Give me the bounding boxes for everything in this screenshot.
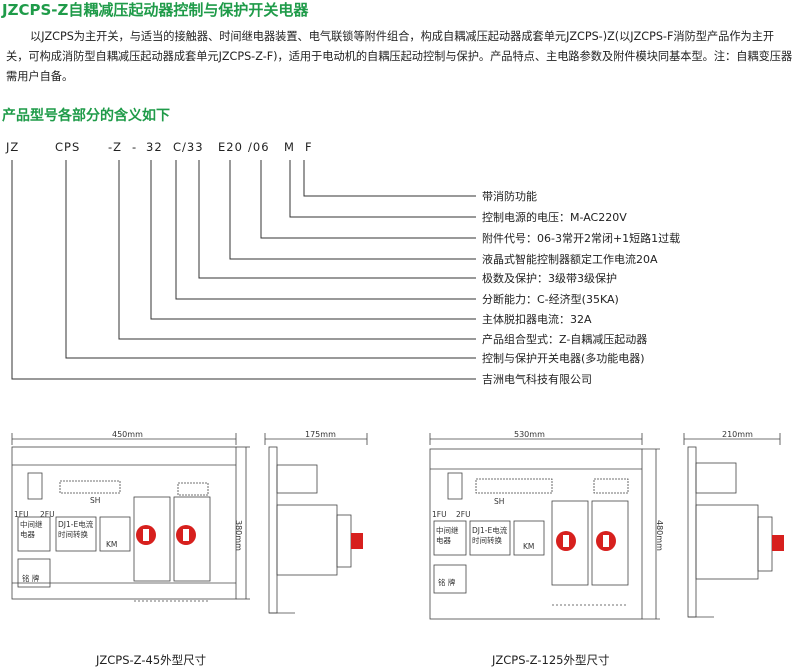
section-subtitle: 产品型号各部分的含义如下 <box>2 108 170 124</box>
label-km-125: KM <box>523 542 535 551</box>
desc-breaking: 分断能力：C-经济型(35KA) <box>482 293 619 306</box>
side-view-45 <box>264 433 368 614</box>
leader-controller <box>229 160 476 260</box>
code-cps: CPS <box>55 140 81 154</box>
leader-company <box>11 160 476 380</box>
leader-voltage <box>289 160 476 218</box>
caption-45: JZCPS-Z-45外型尺寸 <box>96 653 207 667</box>
leader-fire <box>303 160 476 197</box>
code-06: /06 <box>248 140 270 154</box>
desc-combination: 产品组合型式：Z-自耦减压起动器 <box>482 333 648 346</box>
label-relay-125: 中间继电器 <box>436 526 459 545</box>
code-e20: E20 <box>218 140 243 154</box>
desc-trip-current: 主体脱扣器电流：32A <box>482 313 592 326</box>
code-m: M <box>284 140 295 154</box>
leader-device <box>65 160 476 359</box>
height-dim-45: 380mm <box>234 520 243 551</box>
side-dim-125: 210mm <box>722 430 753 439</box>
code-jz: JZ <box>6 140 20 154</box>
page-title: JZCPS-Z自耦减压起动器控制与保护开关电器 <box>2 1 309 19</box>
code-32: 32 <box>146 140 163 154</box>
side-dim-45: 175mm <box>305 430 336 439</box>
leader-poles <box>198 160 476 279</box>
desc-fire: 带消防功能 <box>482 190 537 203</box>
label-sh-125: SH <box>494 497 505 506</box>
code-c33: C/33 <box>173 140 204 154</box>
label-dj-45: DJ1-E电流时间转换 <box>58 520 94 539</box>
side-knob-125 <box>772 535 784 551</box>
height-dim-125: 480mm <box>655 520 664 551</box>
desc-controller: 液晶式智能控制器额定工作电流20A <box>482 253 658 266</box>
desc-device: 控制与保护开关电器(多功能电器) <box>482 352 645 365</box>
desc-voltage: 控制电源的电压：M-AC220V <box>482 211 627 224</box>
label-dj-125: DJ1-E电流时间转换 <box>472 526 508 545</box>
desc-accessory: 附件代号：06-3常开2常闭+1短路1过载 <box>482 232 681 245</box>
code-z: -Z <box>108 140 123 154</box>
label-relay-45: 中间继电器 <box>20 520 43 539</box>
label-2fu-125: 2FU <box>456 510 471 519</box>
code-dash: - <box>132 140 138 154</box>
leader-combination <box>118 160 476 340</box>
label-km-45: KM <box>106 540 118 549</box>
label-plate-45: 铭 牌 <box>22 574 40 583</box>
label-plate-125: 铭 牌 <box>438 578 456 587</box>
desc-company: 吉洲电气科技有限公司 <box>482 373 592 386</box>
width-dim-45: 450mm <box>112 430 143 439</box>
leader-accessory <box>260 160 476 239</box>
label-2fu-45: 2FU <box>40 510 55 519</box>
leader-trip <box>150 160 476 320</box>
width-dim-125: 530mm <box>514 430 545 439</box>
label-1fu-125: 1FU <box>432 510 447 519</box>
label-1fu-45: 1FU <box>14 510 29 519</box>
caption-125: JZCPS-Z-125外型尺寸 <box>492 653 610 667</box>
code-f: F <box>305 140 313 154</box>
side-knob-45 <box>351 533 363 549</box>
leader-breaking <box>175 160 476 300</box>
front-view-125 <box>429 433 660 620</box>
label-sh-45: SH <box>90 496 101 505</box>
front-view-45 <box>11 433 250 602</box>
side-view-125 <box>683 433 784 618</box>
leader-lines <box>11 160 476 380</box>
desc-poles: 极数及保护：3级带3级保护 <box>482 272 617 285</box>
intro-paragraph: 以JZCPS为主开关，与适当的接触器、时间继电器装置、电气联锁等附件组合，构成自… <box>6 30 793 83</box>
